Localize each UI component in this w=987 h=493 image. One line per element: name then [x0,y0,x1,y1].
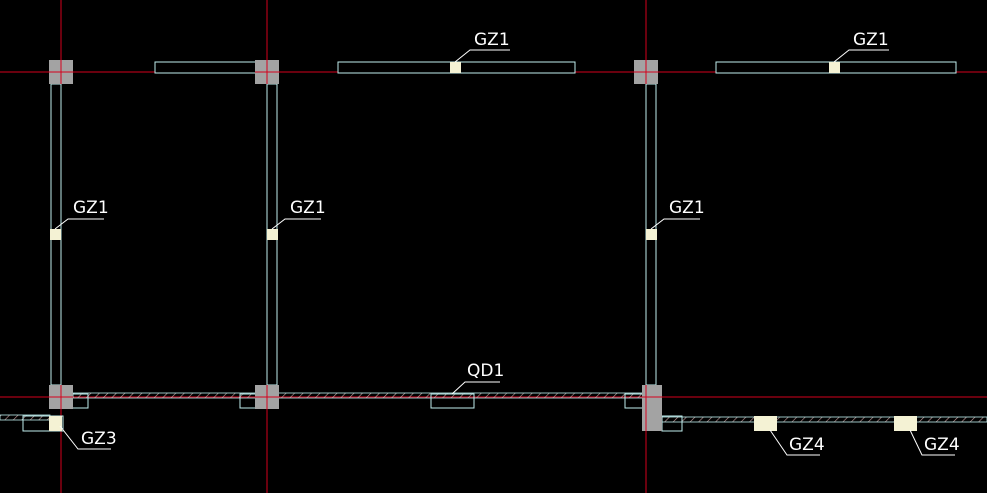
qd1-label: QD1 [467,361,504,381]
gz1-top-middle-marker [450,62,461,73]
axis-crosses [49,60,662,431]
foundation-box-1 [22,415,64,432]
columns [49,60,662,431]
gz4-second-marker [894,416,917,431]
gz1-top-middle-label: GZ1 [474,30,510,50]
gz1-right-wall-label: GZ1 [669,198,705,218]
gz4-first-label: GZ4 [789,435,825,455]
gz1-left-wall-label: GZ1 [73,198,109,218]
leader-lines [54,49,955,456]
gz3-label: GZ3 [81,429,117,449]
top-wall-left [154,61,257,74]
foundation-outlines [22,393,683,432]
gz1-right-wall-marker [646,229,657,240]
gz1-top-right-label: GZ1 [853,30,889,50]
gz1-middle-wall-label: GZ1 [290,198,326,218]
gz3-marker [49,416,62,431]
gz1-middle-wall-marker [267,229,278,240]
gz1-top-right-marker [829,62,840,73]
bottom-wall-hatch-3 [659,416,987,423]
gz4-second-label: GZ4 [924,435,960,455]
gz1-left-wall-marker [50,229,61,240]
gz-markers [49,62,917,431]
column-bottom-3 [642,385,662,431]
gz4-first-marker [754,416,777,431]
vertical-walls [50,83,657,386]
bottom-wall-hatch-1 [72,392,644,399]
